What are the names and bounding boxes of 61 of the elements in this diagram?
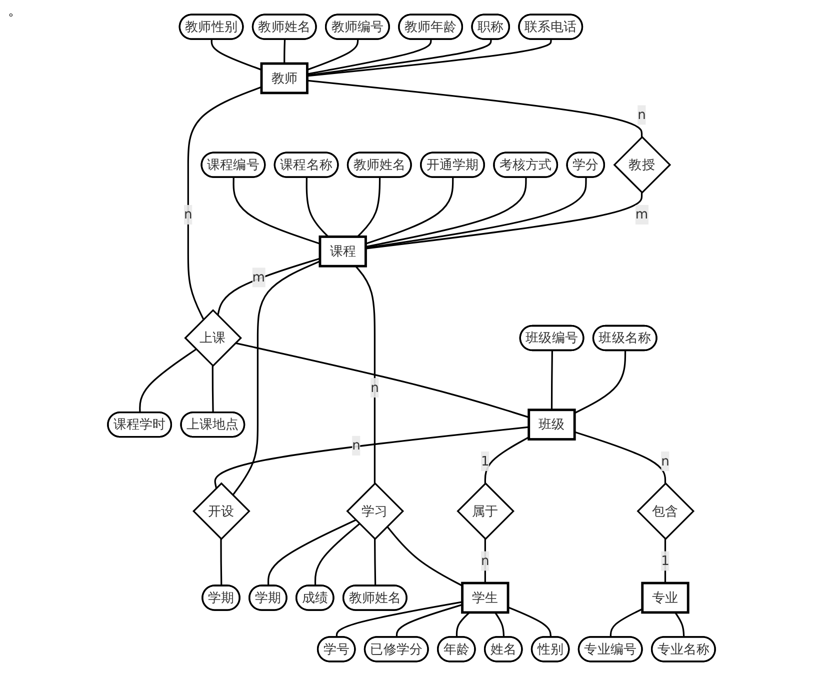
connector bbox=[187, 86, 262, 320]
edge-label: m bbox=[252, 268, 266, 284]
connector bbox=[232, 260, 320, 496]
connector bbox=[307, 79, 643, 137]
connector bbox=[610, 608, 643, 637]
connector bbox=[220, 538, 222, 586]
connector bbox=[306, 38, 359, 70]
edge-label: n bbox=[370, 379, 379, 395]
connector bbox=[484, 436, 530, 483]
node-box: 课程 bbox=[318, 235, 367, 267]
node-diamond: 教授 bbox=[613, 135, 672, 194]
connector bbox=[396, 603, 463, 637]
node-diamond: 学习 bbox=[346, 482, 404, 540]
edge-label: m bbox=[635, 206, 648, 222]
connector bbox=[139, 348, 197, 412]
connector bbox=[306, 176, 329, 237]
connector bbox=[574, 350, 626, 414]
node-box: 专业 bbox=[641, 581, 690, 614]
connector bbox=[366, 192, 643, 249]
connector bbox=[214, 426, 529, 488]
connector bbox=[494, 612, 505, 637]
connector bbox=[354, 265, 376, 483]
connector bbox=[212, 365, 214, 412]
edge-label: n bbox=[481, 552, 490, 568]
connector bbox=[217, 257, 320, 316]
connector bbox=[307, 38, 492, 76]
node-box: 学生 bbox=[461, 581, 510, 614]
node-box: 教师 bbox=[260, 62, 308, 94]
connector bbox=[336, 600, 462, 637]
node-diamond: 包含 bbox=[636, 482, 695, 540]
node-diamond: 属于 bbox=[456, 482, 514, 540]
connector bbox=[456, 611, 470, 637]
connector bbox=[267, 518, 356, 586]
edge-label: 1 bbox=[661, 552, 670, 568]
edge-label: 1 bbox=[481, 452, 490, 468]
connector bbox=[284, 38, 286, 64]
connector bbox=[314, 522, 360, 586]
note-text: 。 bbox=[8, 3, 22, 19]
edge-label: n bbox=[661, 452, 670, 468]
connector bbox=[210, 38, 262, 70]
connector bbox=[374, 538, 376, 586]
connector bbox=[235, 342, 530, 418]
edge-label: n bbox=[638, 106, 646, 122]
connector bbox=[484, 538, 486, 583]
connector bbox=[307, 38, 432, 74]
edge-label: n bbox=[184, 206, 192, 222]
node-diamond: 开设 bbox=[192, 482, 250, 540]
connector bbox=[366, 176, 527, 248]
connector bbox=[386, 525, 463, 586]
node-diamond: 上课 bbox=[184, 308, 242, 366]
edge-label: n bbox=[352, 436, 360, 453]
connector bbox=[550, 350, 554, 410]
connector bbox=[356, 176, 381, 237]
connector bbox=[574, 430, 666, 483]
node-box: 班级 bbox=[528, 408, 576, 440]
connector bbox=[508, 606, 552, 637]
connector bbox=[307, 38, 552, 76]
connector bbox=[365, 176, 454, 244]
connector bbox=[232, 176, 320, 244]
connector bbox=[366, 176, 587, 248]
connector bbox=[674, 612, 685, 637]
